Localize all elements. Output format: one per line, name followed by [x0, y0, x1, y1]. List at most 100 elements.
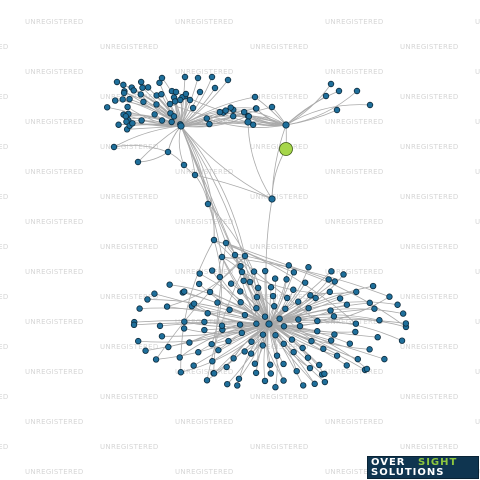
entity-node-icon[interactable] [151, 111, 158, 118]
entity-node-icon[interactable] [343, 301, 351, 308]
entity-node-icon[interactable] [181, 318, 188, 325]
entity-node-icon[interactable] [402, 320, 410, 327]
entity-node-icon[interactable] [283, 294, 291, 302]
entity-node-icon[interactable] [363, 365, 371, 373]
entity-node-icon[interactable] [300, 382, 307, 389]
entity-node-icon[interactable] [210, 370, 218, 377]
entity-node-icon[interactable] [203, 115, 210, 122]
entity-node-icon[interactable] [366, 346, 373, 353]
entity-node-icon[interactable] [171, 98, 179, 105]
entity-node-icon[interactable] [346, 340, 354, 347]
entity-node-icon[interactable] [381, 355, 388, 363]
entity-node-icon[interactable] [305, 304, 312, 312]
entity-node-icon[interactable] [224, 76, 232, 84]
entity-node-icon[interactable] [223, 363, 230, 371]
entity-node-icon[interactable] [290, 286, 297, 293]
entity-node-icon[interactable] [238, 268, 246, 276]
entity-node-icon[interactable] [295, 298, 302, 305]
entity-node-icon[interactable] [177, 369, 185, 376]
entity-node-icon[interactable] [241, 348, 248, 355]
entity-node-icon[interactable] [120, 81, 127, 89]
entity-node-icon[interactable] [215, 346, 222, 354]
entity-node-icon[interactable] [398, 337, 406, 344]
entity-node-icon[interactable] [245, 113, 253, 120]
entity-node-icon[interactable] [156, 322, 164, 330]
entity-node-icon[interactable] [285, 262, 292, 269]
entity-node-icon[interactable] [376, 317, 383, 324]
entity-node-icon[interactable] [164, 148, 172, 156]
entity-node-icon[interactable] [307, 292, 314, 299]
entity-node-icon[interactable] [321, 378, 329, 386]
entity-node-icon[interactable] [241, 252, 249, 260]
entity-node-icon[interactable] [322, 92, 330, 100]
entity-node-icon[interactable] [186, 339, 193, 346]
entity-node-icon[interactable] [299, 344, 306, 352]
entity-node-icon[interactable] [254, 284, 262, 292]
entity-node-icon[interactable] [238, 329, 246, 337]
entity-node-icon[interactable] [225, 337, 232, 345]
entity-node-icon[interactable] [267, 361, 274, 368]
entity-node-icon[interactable] [280, 340, 287, 347]
entity-node-icon[interactable] [218, 253, 226, 261]
entity-node-icon[interactable] [151, 290, 158, 297]
entity-node-icon[interactable] [201, 326, 208, 334]
entity-node-icon[interactable] [247, 350, 255, 357]
entity-node-icon[interactable] [290, 269, 298, 276]
entity-node-icon[interactable] [326, 288, 334, 296]
entity-node-icon[interactable] [120, 89, 128, 97]
entity-node-icon[interactable] [166, 100, 174, 108]
entity-node-icon[interactable] [227, 104, 234, 111]
entity-node-icon[interactable] [103, 104, 111, 111]
hub-node-icon[interactable] [244, 118, 252, 126]
entity-node-icon[interactable] [186, 96, 194, 104]
entity-node-icon[interactable] [227, 280, 235, 287]
entity-node-icon[interactable] [369, 282, 377, 290]
entity-node-icon[interactable] [138, 117, 145, 124]
entity-node-icon[interactable] [301, 279, 309, 286]
entity-node-icon[interactable] [305, 264, 312, 271]
entity-node-icon[interactable] [214, 299, 221, 306]
entity-node-icon[interactable] [180, 325, 188, 332]
entity-node-icon[interactable] [115, 121, 122, 128]
entity-node-icon[interactable] [316, 361, 323, 369]
entity-node-icon[interactable] [203, 377, 211, 384]
entity-node-icon[interactable] [253, 320, 260, 327]
entity-node-icon[interactable] [327, 337, 335, 344]
entity-node-icon[interactable] [176, 354, 183, 361]
entity-node-icon[interactable] [156, 79, 163, 86]
entity-node-icon[interactable] [211, 84, 219, 92]
entity-node-icon[interactable] [216, 108, 224, 116]
entity-node-icon[interactable] [196, 88, 204, 96]
entity-node-icon[interactable] [399, 310, 407, 317]
entity-node-icon[interactable] [231, 251, 239, 259]
entity-node-icon[interactable] [235, 375, 243, 382]
entity-node-icon[interactable] [195, 349, 202, 356]
entity-node-icon[interactable] [335, 87, 343, 95]
entity-node-icon[interactable] [210, 236, 218, 244]
entity-node-icon[interactable] [272, 332, 279, 339]
entity-node-icon[interactable] [158, 74, 166, 82]
entity-node-icon[interactable] [366, 299, 373, 307]
entity-node-icon[interactable] [124, 103, 131, 111]
entity-node-icon[interactable] [259, 342, 267, 349]
entity-node-icon[interactable] [218, 322, 226, 329]
entity-node-icon[interactable] [248, 338, 255, 345]
entity-node-icon[interactable] [280, 323, 288, 330]
entity-node-icon[interactable] [190, 362, 197, 369]
entity-node-icon[interactable] [320, 345, 327, 353]
entity-node-icon[interactable] [327, 80, 335, 88]
entity-node-icon[interactable] [295, 316, 302, 323]
entity-node-icon[interactable] [240, 108, 248, 116]
entity-node-icon[interactable] [371, 305, 378, 312]
entity-node-icon[interactable] [261, 267, 269, 275]
entity-node-icon[interactable] [246, 278, 254, 286]
entity-node-icon[interactable] [272, 384, 279, 391]
entity-node-icon[interactable] [353, 87, 361, 95]
entity-node-icon[interactable] [386, 293, 393, 300]
entity-node-icon[interactable] [140, 98, 147, 106]
entity-node-icon[interactable] [234, 382, 241, 389]
entity-node-icon[interactable] [267, 370, 274, 377]
entity-node-icon[interactable] [130, 321, 138, 329]
entity-node-icon[interactable] [331, 331, 338, 338]
entity-node-icon[interactable] [240, 277, 247, 284]
